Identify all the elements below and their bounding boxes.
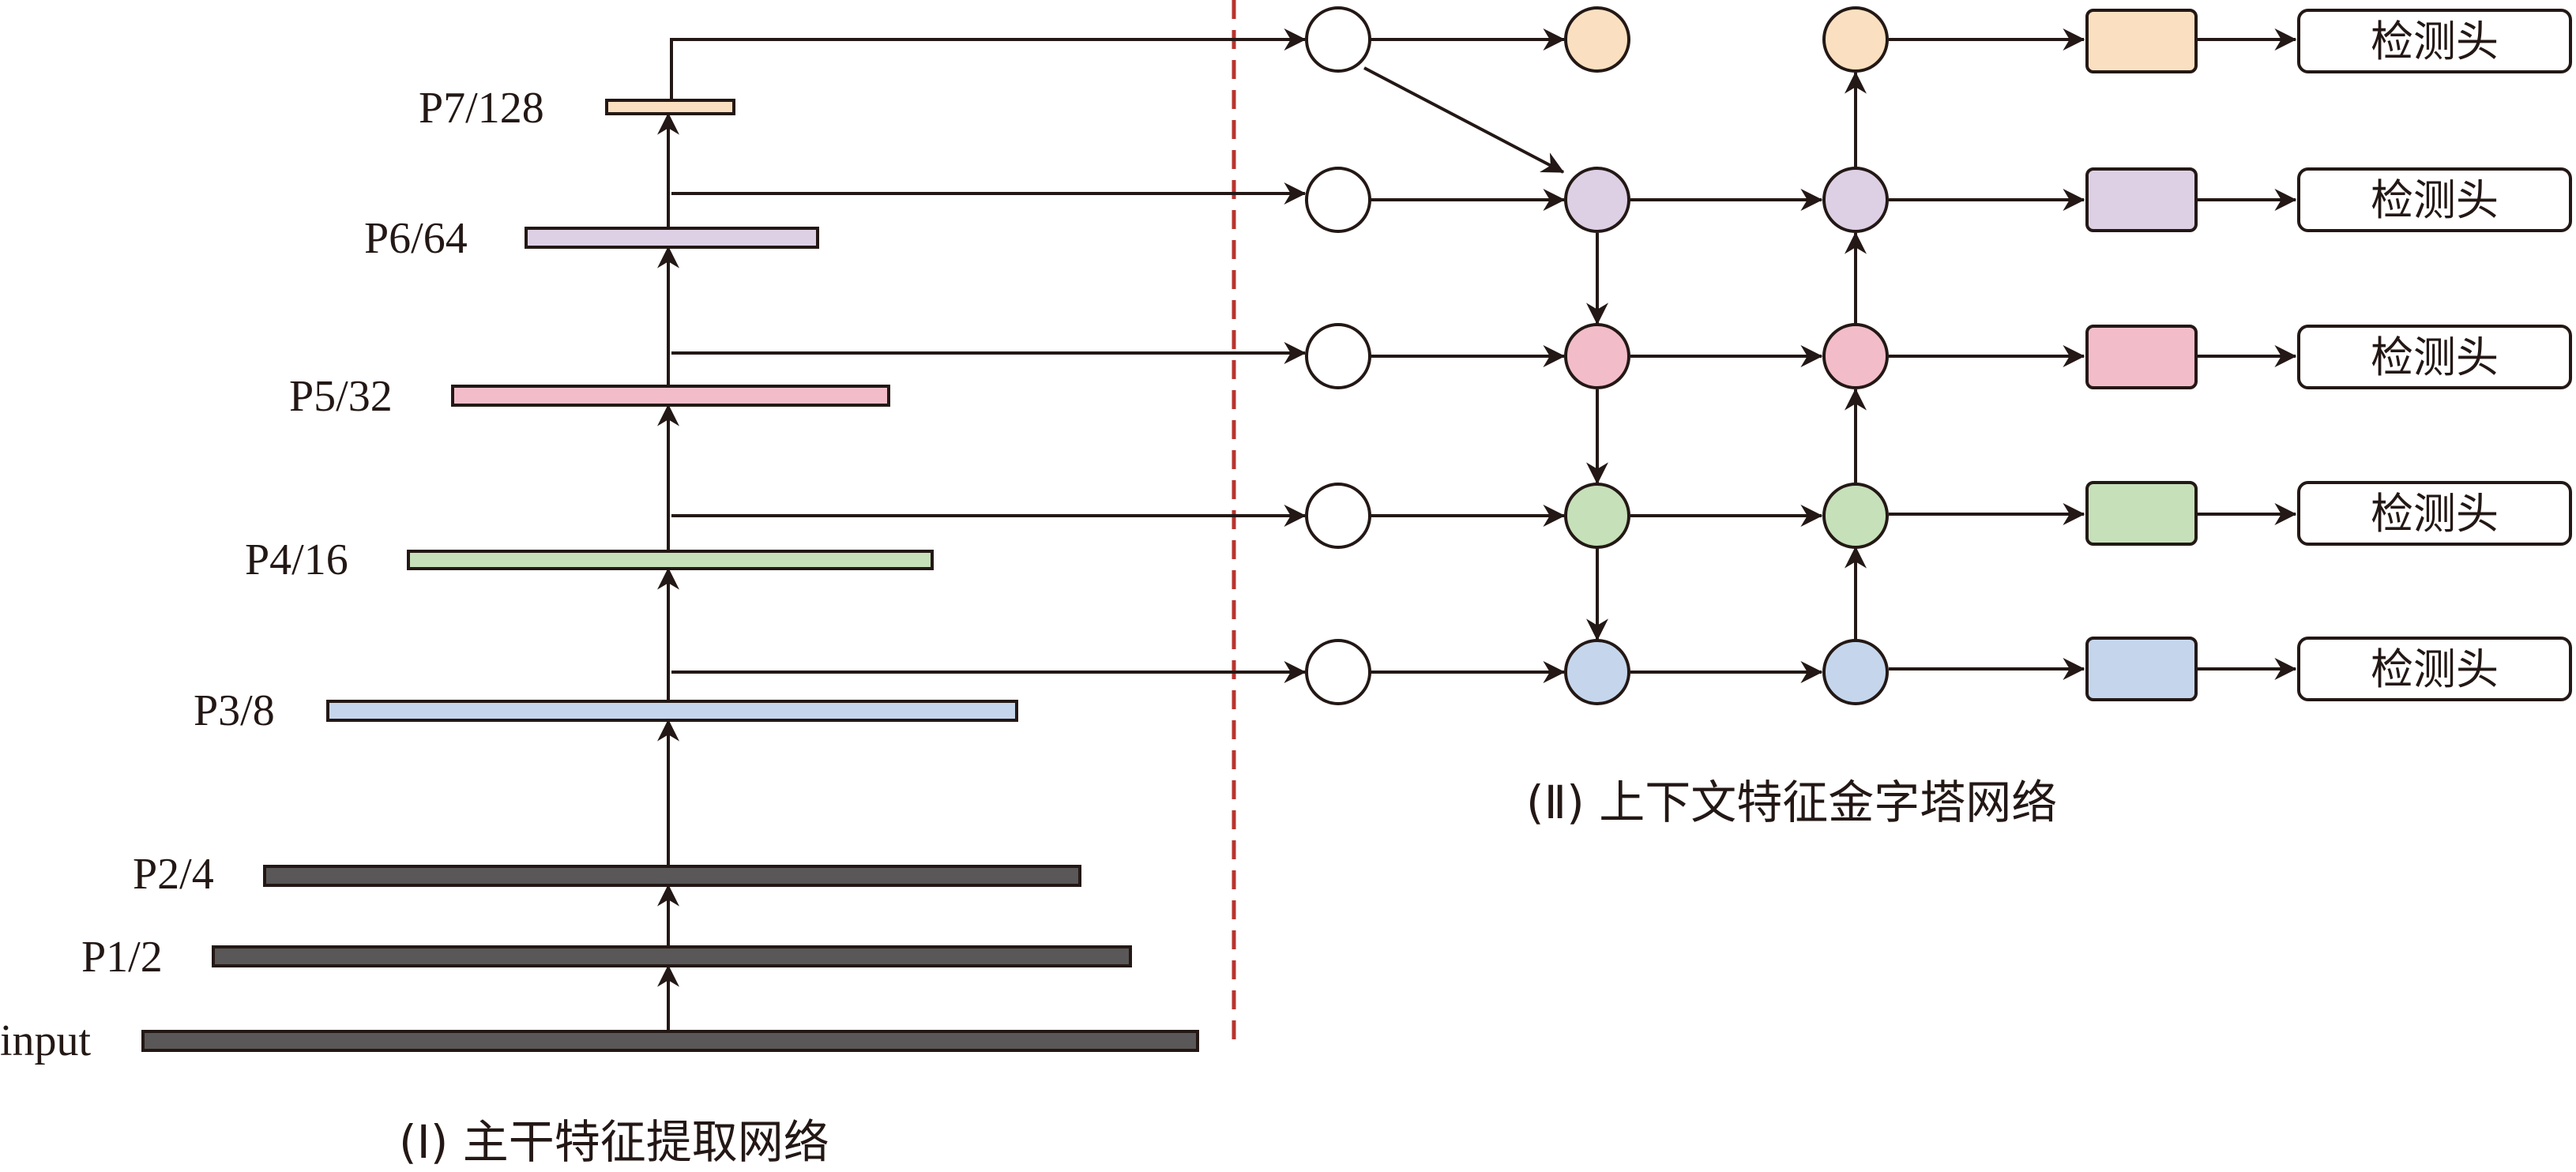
pyramid-input-node-p3 — [1305, 639, 1371, 705]
lateral-connections — [670, 28, 1307, 683]
level-label-p1: P1/2 — [81, 933, 163, 982]
pyramid-bottomup-node-p6 — [1822, 167, 1889, 233]
detection-head-p6: 检测头 — [2297, 167, 2572, 232]
pyramid-input-node-p4 — [1305, 483, 1371, 549]
pyramid-bottomup-node-p7 — [1822, 6, 1889, 73]
backbone-bar-p7 — [605, 99, 735, 115]
pyramid-topdown-node-p3 — [1564, 639, 1630, 705]
level-label-p6: P6/64 — [364, 214, 468, 263]
detection-head-p5: 检测头 — [2297, 325, 2572, 389]
backbone-bar-p1 — [212, 945, 1132, 967]
backbone-bar-p2 — [263, 865, 1081, 887]
output-feature-box-p5 — [2085, 325, 2198, 389]
pyramid-caption: (Ⅱ) 上下文特征金字塔网络 — [1526, 776, 2057, 829]
pyramid-bottomup-node-p4 — [1822, 483, 1889, 549]
output-feature-box-p4 — [2085, 481, 2198, 546]
pyramid-input-node-p5 — [1305, 323, 1371, 389]
output-feature-box-p7 — [2085, 9, 2198, 73]
output-feature-box-p6 — [2085, 167, 2198, 232]
output-feature-box-p3 — [2085, 637, 2198, 701]
pyramid-connections — [1363, 28, 2297, 683]
pyramid-bottomup-node-p3 — [1822, 639, 1889, 705]
detection-head-p3: 检测头 — [2297, 637, 2572, 701]
backbone-bar-input — [141, 1030, 1199, 1052]
level-label-input: input — [0, 1016, 92, 1065]
pyramid-input-node-p6 — [1305, 167, 1371, 233]
pyramid-topdown-node-p7 — [1564, 6, 1630, 73]
pyramid-input-node-p7 — [1305, 6, 1371, 73]
level-label-p7: P7/128 — [419, 84, 544, 133]
detection-head-label: 检测头 — [2371, 644, 2499, 694]
pyramid-bottomup-node-p5 — [1822, 323, 1889, 389]
level-label-p4: P4/16 — [245, 535, 348, 584]
level-label-p3: P3/8 — [194, 686, 275, 735]
pyramid-topdown-node-p4 — [1564, 483, 1630, 549]
detection-head-label: 检测头 — [2371, 332, 2499, 382]
backbone-bar-p5 — [451, 385, 890, 407]
backbone-bar-p3 — [326, 700, 1018, 722]
backbone-caption: (Ⅰ) 主干特征提取网络 — [399, 1115, 829, 1169]
detection-head-label: 检测头 — [2371, 17, 2499, 66]
level-label-p5: P5/32 — [289, 372, 393, 421]
backbone-bar-p4 — [407, 550, 934, 570]
pyramid-topdown-node-p6 — [1564, 167, 1630, 233]
pyramid-topdown-node-p5 — [1564, 323, 1630, 389]
detection-head-label: 检测头 — [2371, 489, 2499, 539]
detection-head-p4: 检测头 — [2297, 481, 2572, 546]
detection-head-p7: 检测头 — [2297, 9, 2572, 73]
backbone-bar-p6 — [525, 227, 819, 249]
level-label-p2: P2/4 — [133, 850, 214, 899]
detection-head-label: 检测头 — [2371, 175, 2499, 225]
